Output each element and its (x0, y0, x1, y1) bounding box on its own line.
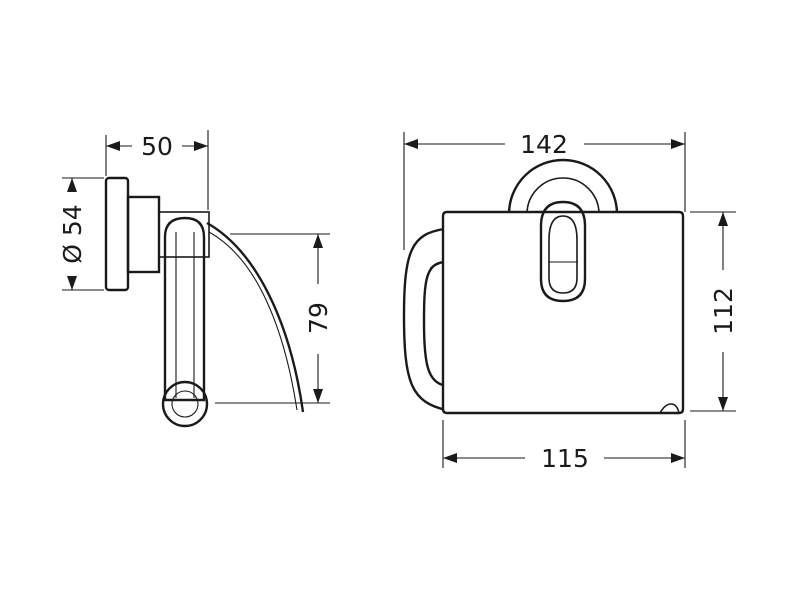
holder-arm-block (158, 211, 210, 258)
dim-cover-width-label: 115 (541, 444, 589, 473)
side-view: 50 Ø 54 79 (58, 130, 333, 428)
cover-hinge (659, 403, 680, 414)
dimension-width-115: 115 (442, 420, 686, 473)
bracket-line (429, 261, 444, 269)
cover-flap-inner (208, 231, 298, 411)
wall-mount (126, 195, 161, 274)
dim-height-label: 112 (709, 287, 738, 335)
dimension-height-79: 79 (215, 233, 333, 404)
wall-rosette (104, 176, 130, 292)
cover-knob-inner (548, 215, 578, 294)
rod-end-inner (171, 390, 199, 418)
dim-depth-label: 50 (141, 132, 173, 161)
dimension-width-142: 142 (403, 130, 686, 250)
rod-end-circle (161, 380, 209, 428)
roll-bracket (402, 227, 447, 412)
cover-flap (206, 221, 305, 413)
paper-cover (443, 212, 683, 413)
holder-rod (163, 216, 206, 402)
front-view: 142 112 115 (402, 130, 738, 473)
dim-cover-height-label: 79 (304, 302, 333, 334)
dimension-diameter-54: Ø 54 (58, 177, 104, 291)
dim-diameter-label: Ø 54 (58, 204, 87, 263)
cover-knob (539, 200, 587, 303)
dim-overall-width-label: 142 (520, 130, 568, 159)
roll-bracket-inner (422, 260, 447, 388)
dimension-height-112: 112 (690, 211, 738, 412)
dimension-depth-50: 50 (105, 130, 209, 210)
